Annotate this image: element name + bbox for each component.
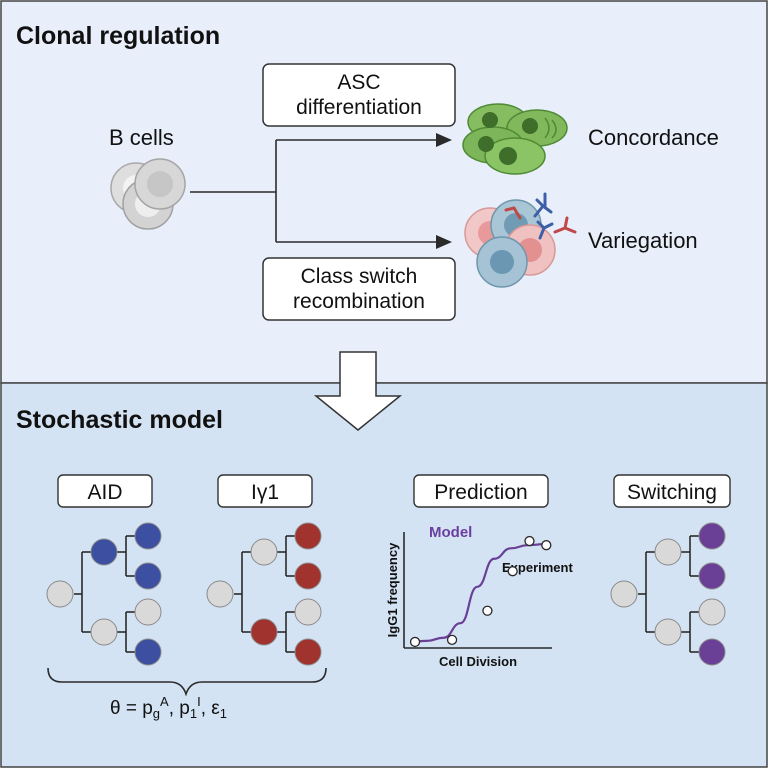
parameter-brace bbox=[47, 667, 327, 697]
tree-leaf-node bbox=[698, 562, 726, 590]
chart-y-label: IgG1 frequency bbox=[385, 542, 400, 637]
asc-box-line2: differentiation bbox=[296, 96, 422, 119]
tree-mid-node bbox=[250, 618, 278, 646]
arrow-to-concordance bbox=[436, 133, 452, 147]
tree-mid-node bbox=[654, 538, 682, 566]
experiment-point bbox=[482, 605, 493, 616]
experiment-point bbox=[541, 540, 552, 551]
chart-x-label: Cell Division bbox=[439, 654, 517, 669]
plasma-cells-icon bbox=[462, 103, 568, 175]
b-cells-icon bbox=[110, 158, 186, 230]
variegation-label: Variegation bbox=[588, 228, 698, 253]
tree-mid-node bbox=[250, 538, 278, 566]
bottom-panel bbox=[0, 382, 768, 768]
concordance-label: Concordance bbox=[588, 125, 719, 150]
csr-box-line2: recombination bbox=[293, 290, 425, 313]
prediction-chart: Cell Division IgG1 frequency Model Exper… bbox=[385, 524, 573, 669]
tree-root-node bbox=[206, 580, 234, 608]
tree-leaf-node bbox=[134, 522, 162, 550]
tree-mid-node bbox=[90, 618, 118, 646]
asc-differentiation-box bbox=[262, 63, 456, 127]
aid-label-box bbox=[57, 474, 153, 508]
model-curve bbox=[409, 543, 545, 644]
switching-label: Switching bbox=[627, 481, 717, 504]
tree-leaf-node bbox=[134, 638, 162, 666]
asc-box-line1: ASC bbox=[337, 71, 380, 94]
chart-model-label: Model bbox=[429, 524, 472, 541]
tree-leaf-node bbox=[698, 598, 726, 626]
experiment-point bbox=[409, 636, 421, 648]
tree-mid-node bbox=[654, 618, 682, 646]
prediction-label: Prediction bbox=[434, 481, 527, 504]
tree-leaf-node bbox=[294, 638, 322, 666]
experiment-point bbox=[446, 634, 458, 645]
tree-leaf-node bbox=[294, 562, 322, 590]
experiment-point bbox=[524, 535, 535, 547]
top-panel-title: Clonal regulation bbox=[16, 22, 220, 50]
experiment-point bbox=[507, 566, 518, 577]
tree-leaf-node bbox=[294, 522, 322, 550]
variegated-cells-icon bbox=[464, 192, 577, 288]
tree-switching bbox=[610, 522, 726, 666]
class-switch-box bbox=[262, 257, 456, 321]
tree-aid bbox=[46, 522, 162, 666]
tree-leaf-node bbox=[294, 598, 322, 626]
arrow-to-variegation bbox=[436, 235, 452, 249]
tree-leaf-node bbox=[134, 598, 162, 626]
tree-mid-node bbox=[90, 538, 118, 566]
tree-root-node bbox=[610, 580, 638, 608]
aid-label: AID bbox=[87, 481, 122, 504]
down-arrow-icon bbox=[313, 351, 403, 431]
tree-igamma1 bbox=[206, 522, 322, 666]
bottom-panel-title: Stochastic model bbox=[16, 406, 223, 434]
chart-experiment-label: Experiment bbox=[502, 560, 573, 575]
switching-label-box bbox=[613, 474, 731, 508]
tree-leaf-node bbox=[134, 562, 162, 590]
tree-leaf-node bbox=[698, 522, 726, 550]
igamma1-label-box bbox=[217, 474, 313, 508]
prediction-label-box bbox=[413, 474, 549, 508]
csr-box-line1: Class switch bbox=[301, 265, 418, 288]
igamma1-label: Iγ1 bbox=[251, 481, 279, 504]
parameter-formula: θ = pgA, p1I, ε1 bbox=[110, 694, 227, 721]
tree-leaf-node bbox=[698, 638, 726, 666]
tree-root-node bbox=[46, 580, 74, 608]
branch-connector bbox=[190, 139, 438, 243]
b-cells-label: B cells bbox=[109, 125, 174, 150]
